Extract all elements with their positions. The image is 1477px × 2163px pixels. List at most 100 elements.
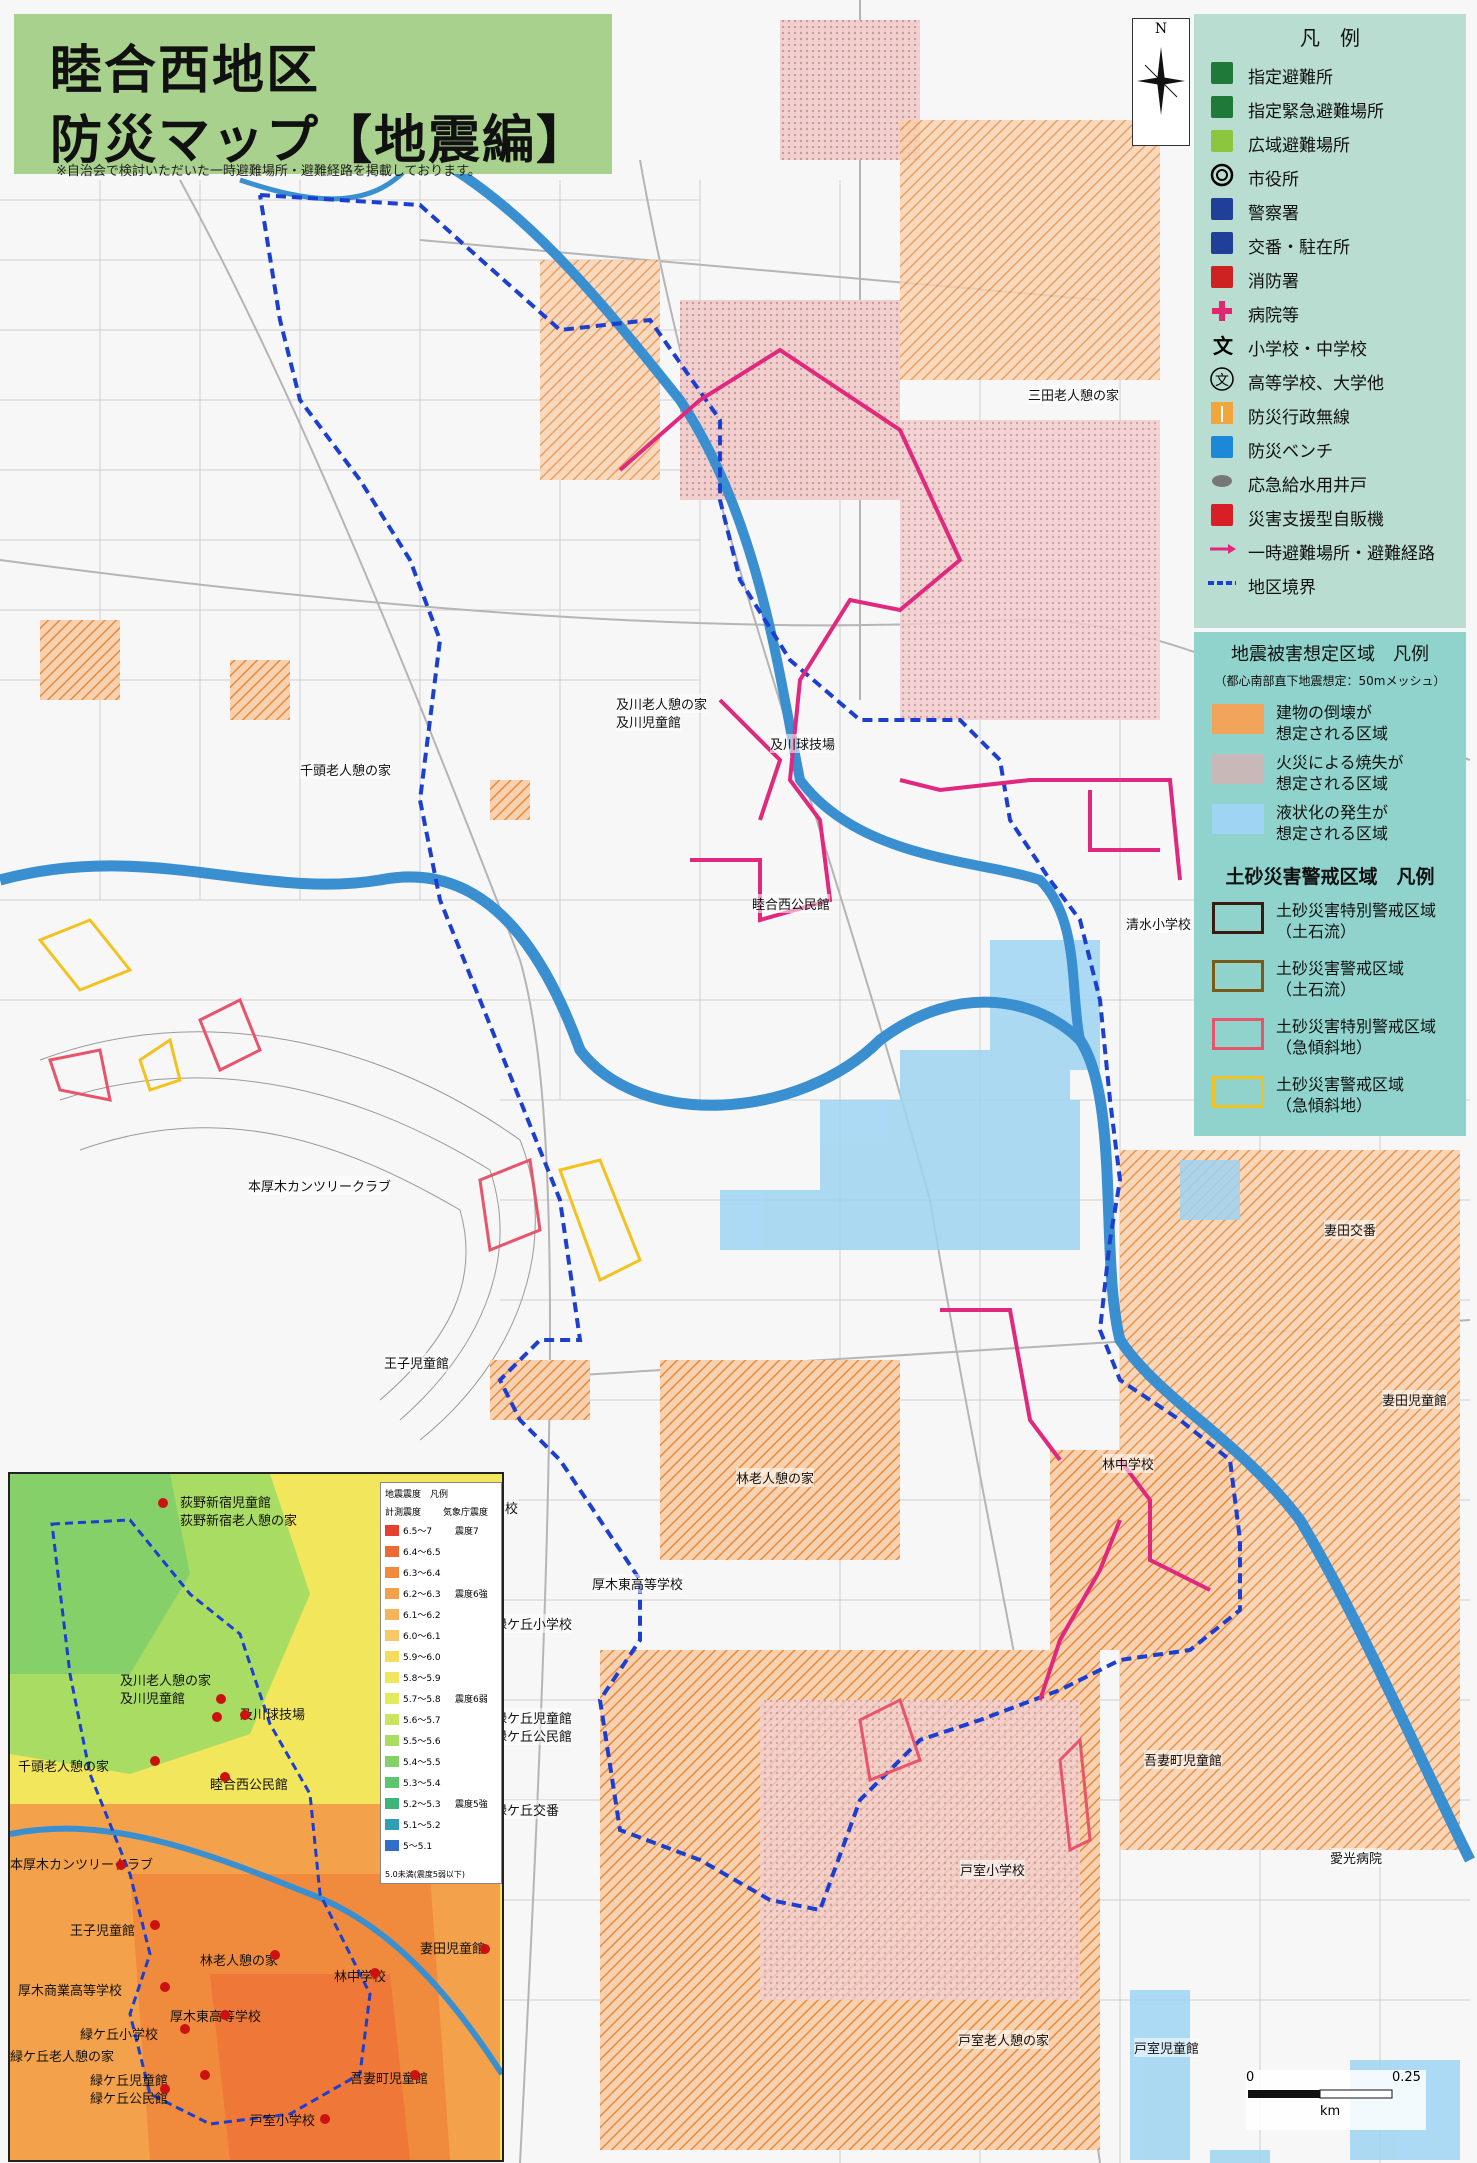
landslide-legend-item: 土砂災害特別警戒区域（急傾斜地） xyxy=(1212,1016,1464,1066)
legend-item-label: 警察署 xyxy=(1248,204,1299,224)
legend-panel: 凡 例 指定避難所指定緊急避難場所広域避難場所市役所警察署交番・駐在所消防署病院… xyxy=(1194,14,1466,628)
inset-place-label: 王子児童館 xyxy=(70,1924,136,1939)
hazard-legend-item: 建物の倒壊が想定される区域 xyxy=(1212,702,1464,748)
place-label[interactable]: 緑ケ丘公民館 xyxy=(494,1726,573,1745)
place-label[interactable]: 緑ケ丘交番 xyxy=(494,1800,560,1819)
inset-place-label: 本厚木カンツリークラブ xyxy=(10,1858,154,1873)
landslide-swatch xyxy=(1212,1018,1264,1050)
seismic-range: 6.0〜6.1 xyxy=(403,1632,441,1642)
seismic-range: 5.3〜5.4 xyxy=(403,1779,441,1789)
place-label[interactable]: 千頭老人憩の家 xyxy=(300,760,392,779)
seismic-swatch xyxy=(385,1735,399,1746)
landslide-swatch xyxy=(1212,902,1264,934)
landslide-legend-item: 土砂災害警戒区域（土石流） xyxy=(1212,958,1464,1008)
landslide-legend-label: 土砂災害特別警戒区域（土石流） xyxy=(1276,901,1437,941)
facility-marker xyxy=(200,2070,210,2080)
seismic-scale: 震度7 xyxy=(455,1527,479,1537)
inset-place-label: 緑ケ丘公民館 xyxy=(90,2092,169,2107)
quake-legend-title: 地震被害想定区域 凡例 xyxy=(1231,644,1429,665)
seismic-legend-note: 5.0未満(震度5弱以下) xyxy=(385,1870,466,1879)
place-label[interactable]: 厚木東高等学校 xyxy=(592,1574,684,1593)
place-label[interactable]: 妻田児童館 xyxy=(1382,1390,1448,1409)
seismic-range: 6.3〜6.4 xyxy=(403,1569,441,1579)
legend-item: 災害支援型自販機 xyxy=(1208,498,1464,532)
seismic-legend-row: 6.0〜6.1 xyxy=(385,1628,497,1643)
place-label[interactable]: 戸室小学校 xyxy=(960,1860,1026,1879)
place-label[interactable]: 戸室老人憩の家 xyxy=(958,2030,1050,2049)
place-label[interactable]: 及川児童館 xyxy=(616,712,682,731)
inset-place-label: 千頭老人憩の家 xyxy=(18,1760,110,1775)
hospital-icon xyxy=(1208,298,1236,324)
place-label[interactable]: 及川球技場 xyxy=(770,734,836,753)
legend-item: 警察署 xyxy=(1208,192,1464,226)
legend-item: 防災ベンチ xyxy=(1208,430,1464,464)
svg-text:文: 文 xyxy=(1215,373,1229,389)
place-label[interactable]: 林老人憩の家 xyxy=(736,1468,815,1487)
place-label[interactable]: 清水小学校 xyxy=(1126,914,1192,933)
legend-item: 地区境界 xyxy=(1208,566,1464,600)
place-label[interactable]: 林中学校 xyxy=(1102,1454,1155,1473)
inset-place-label: 戸室小学校 xyxy=(250,2114,316,2129)
seismic-legend-row: 5.1〜5.2 xyxy=(385,1817,497,1832)
seismic-swatch xyxy=(385,1588,399,1599)
fire-station-icon xyxy=(1208,264,1236,290)
facility-marker xyxy=(150,1756,160,1766)
place-label[interactable]: 緑ケ丘児童館 xyxy=(494,1708,573,1727)
facility-marker xyxy=(320,2114,330,2124)
facility-marker xyxy=(220,2010,230,2020)
collapse-risk-zones xyxy=(40,20,1460,2150)
legend-item: 病院等 xyxy=(1208,294,1464,328)
place-label[interactable]: 王子児童館 xyxy=(384,1353,450,1372)
seismic-legend-row: 6.4〜6.5 xyxy=(385,1544,497,1559)
disaster-bench-icon xyxy=(1208,434,1236,460)
place-label[interactable]: 三田老人憩の家 xyxy=(1028,385,1120,404)
landslide-swatch xyxy=(1212,960,1264,992)
facility-marker xyxy=(160,1982,170,1992)
inset-place-label: 緑ケ丘児童館 xyxy=(90,2074,169,2089)
inset-place-label: 及川球技場 xyxy=(240,1708,306,1723)
inset-place-label: 及川児童館 xyxy=(120,1692,186,1707)
place-label[interactable]: 及川老人憩の家 xyxy=(616,694,708,713)
seismic-swatch xyxy=(385,1714,399,1725)
inset-place-label: 緑ケ丘小学校 xyxy=(80,2028,159,2043)
title-note: ※自治会で検討いただいた一時避難場所・避難経路を掲載しております。 xyxy=(56,164,481,179)
legend-item-label: 広域避難場所 xyxy=(1248,136,1350,156)
seismic-range: 5.4〜5.5 xyxy=(403,1758,441,1768)
seismic-range: 6.5〜7 xyxy=(403,1527,433,1537)
title-panel: 睦合西地区 防災マップ【地震編】 xyxy=(14,14,612,174)
water-well-icon xyxy=(1208,468,1236,494)
legend-item: 広域避難場所 xyxy=(1208,124,1464,158)
seismic-range: 5〜5.1 xyxy=(403,1842,433,1852)
place-label[interactable]: 妻田交番 xyxy=(1324,1220,1377,1239)
north-arrow: N xyxy=(1132,18,1190,146)
shelter-icon xyxy=(1208,60,1236,86)
place-label[interactable]: 戸室児童館 xyxy=(1134,2038,1200,2057)
facility-marker xyxy=(116,1860,126,1870)
facility-marker xyxy=(216,1694,226,1704)
seismic-swatch xyxy=(385,1525,399,1536)
seismic-swatch xyxy=(385,1693,399,1704)
facility-marker xyxy=(370,1968,380,1978)
seismic-legend-row: 5.8〜5.9 xyxy=(385,1670,497,1685)
inset-place-label: 及川老人憩の家 xyxy=(120,1674,212,1689)
map-title-line1: 睦合西地区 xyxy=(50,41,321,101)
place-label[interactable]: 睦合西公民館 xyxy=(752,894,831,913)
legend-item-label: 指定緊急避難場所 xyxy=(1248,102,1384,122)
legend-item: 文小学校・中学校 xyxy=(1208,328,1464,362)
place-label[interactable]: 愛光病院 xyxy=(1330,1848,1383,1867)
legend-item: 消防署 xyxy=(1208,260,1464,294)
place-label[interactable]: 吾妻町児童館 xyxy=(1144,1750,1223,1769)
district-boundary-icon xyxy=(1208,570,1236,596)
place-label[interactable]: 本厚木カンツリークラブ xyxy=(248,1176,392,1195)
seismic-swatch xyxy=(385,1567,399,1578)
landslide-legend-label: 土砂災害特別警戒区域（急傾斜地） xyxy=(1276,1017,1437,1057)
school-icon: 文 xyxy=(1208,332,1236,358)
place-label[interactable]: 緑ケ丘小学校 xyxy=(494,1614,573,1633)
legend-item-label: 防災ベンチ xyxy=(1248,442,1333,462)
inset-place-label: 厚木商業高等学校 xyxy=(18,1984,123,1999)
north-label: N xyxy=(1154,21,1168,37)
high-school-icon: 文 xyxy=(1208,366,1236,392)
